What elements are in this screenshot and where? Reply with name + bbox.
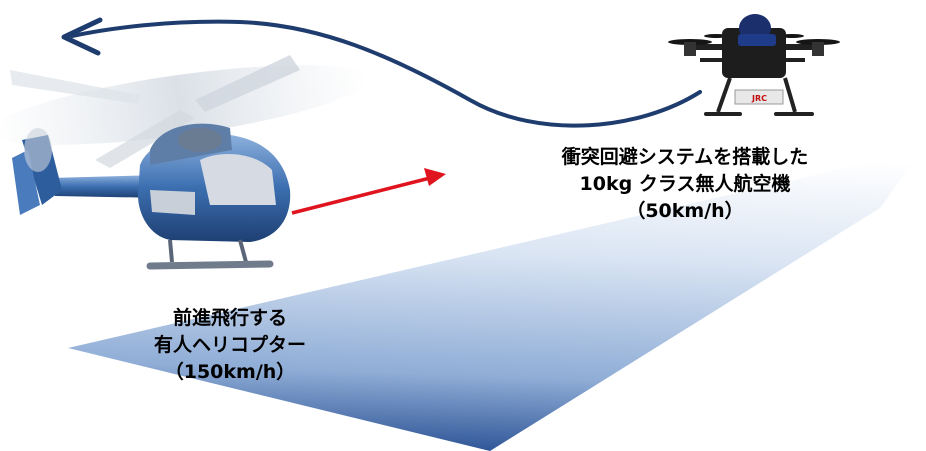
helicopter-image bbox=[0, 55, 369, 270]
drone-caption: 衝突回避システムを搭載した 10kg クラス無人航空機 （50km/h） bbox=[520, 144, 850, 225]
helicopter-caption: 前進飛行する 有人ヘリコプター （150km/h） bbox=[120, 305, 340, 386]
drone-image: JRC bbox=[668, 14, 840, 116]
approach-arrow bbox=[291, 168, 446, 215]
drone-caption-line-1: 衝突回避システムを搭載した bbox=[561, 146, 809, 168]
helicopter-caption-line-2: 有人ヘリコプター bbox=[153, 334, 306, 356]
drone-caption-line-2: 10kg クラス無人航空機 bbox=[579, 173, 791, 195]
avoidance-path-arrow bbox=[61, 17, 702, 128]
helicopter-caption-line-1: 前進飛行する bbox=[172, 307, 287, 329]
airspace-plane bbox=[68, 150, 922, 451]
drone-logo-text: JRC bbox=[751, 94, 767, 103]
helicopter-caption-line-3: （150km/h） bbox=[164, 361, 296, 383]
drone-caption-line-3: （50km/h） bbox=[626, 200, 744, 222]
